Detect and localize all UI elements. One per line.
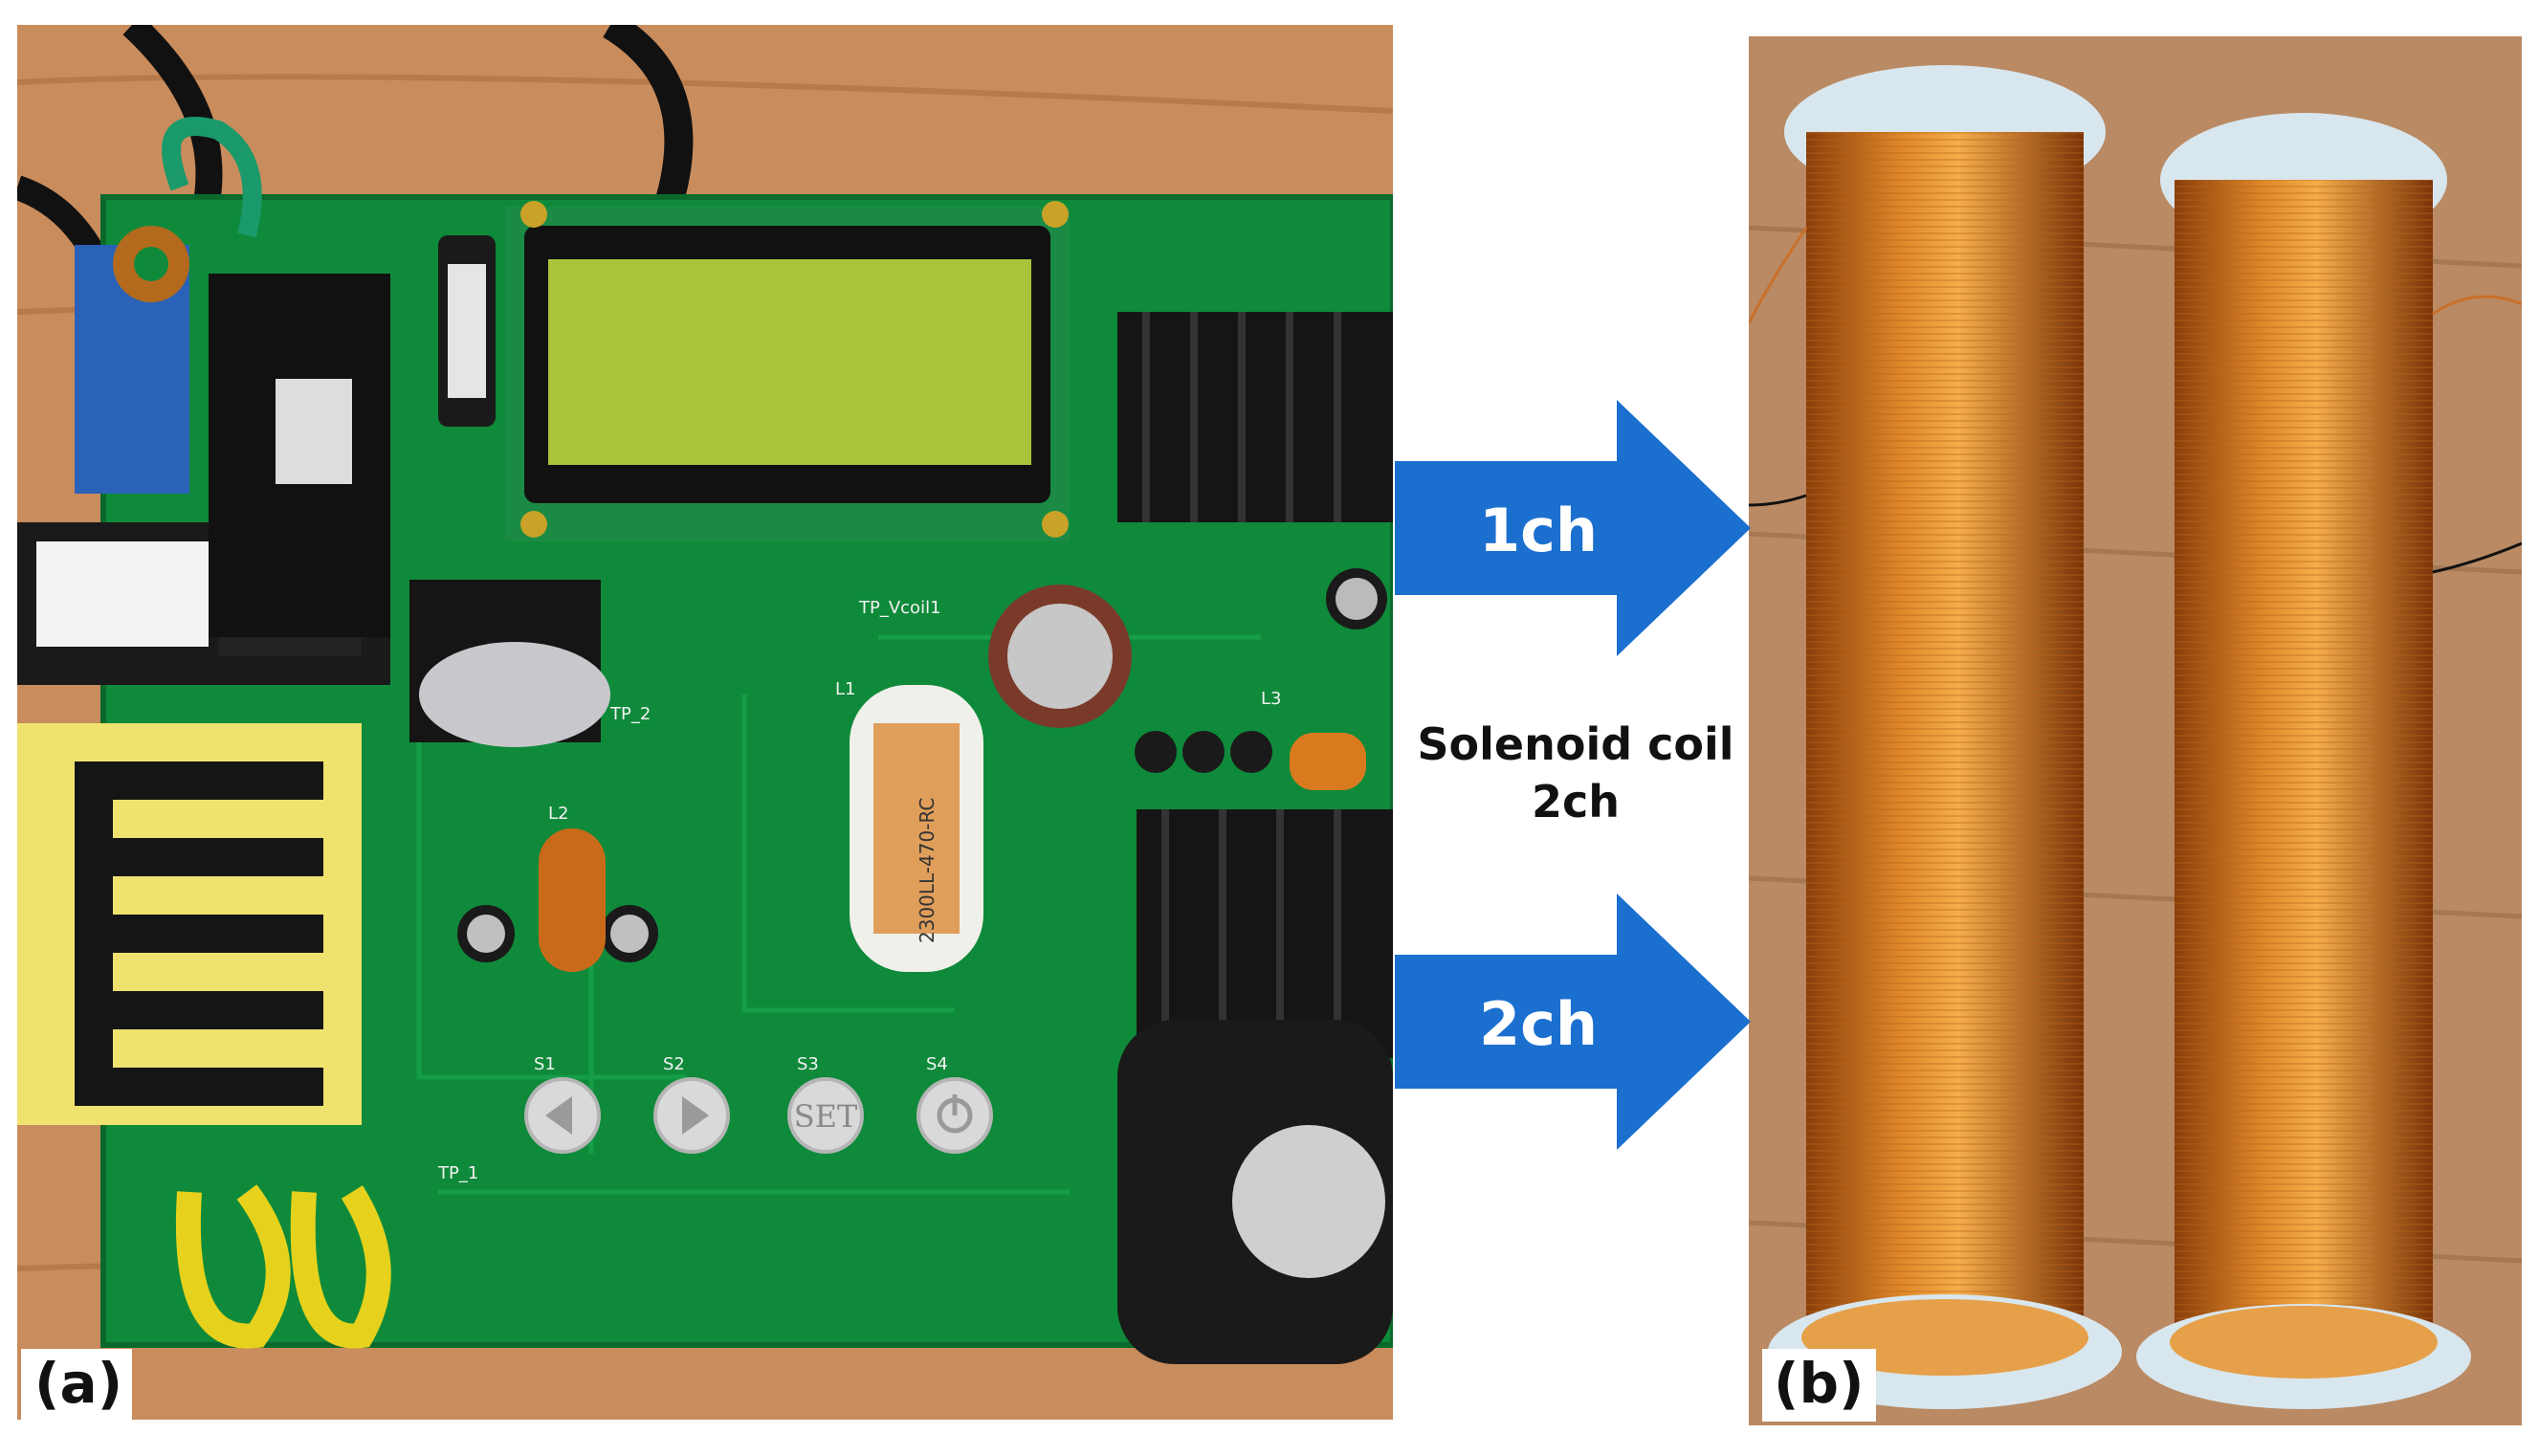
pcb-photo: SET S1 S2 S3 S4 TP_Vcoil1 TP_2 TP_1 L1 L… xyxy=(17,25,1393,1420)
panel-a-label: (a) xyxy=(21,1349,133,1422)
arrow-2-label: 2ch xyxy=(1478,989,1599,1059)
silk-tp1: TP_1 xyxy=(437,1163,478,1183)
inductor-marking: 2300LL-470-RC xyxy=(916,798,938,943)
set-button-text: SET xyxy=(794,1098,858,1135)
caption-line-1: Solenoid coil xyxy=(1417,718,1734,770)
solenoid-coils-photo xyxy=(1749,36,2522,1425)
arrow-1-label: 1ch xyxy=(1478,496,1599,565)
silk-s4: S4 xyxy=(926,1054,948,1074)
caption-line-2: 2ch xyxy=(1531,776,1621,827)
silk-tp-vcoil: TP_Vcoil1 xyxy=(858,598,941,618)
silk-l1: L1 xyxy=(835,679,855,699)
silk-l2: L2 xyxy=(548,804,568,824)
silk-tp2: TP_2 xyxy=(609,704,651,724)
solenoid-caption: Solenoid coil 2ch xyxy=(1399,716,1753,830)
arrow-1 xyxy=(1395,400,1751,656)
panel-b-label: (b) xyxy=(1762,1349,1876,1422)
silk-l3: L3 xyxy=(1261,689,1281,709)
silk-s2: S2 xyxy=(663,1054,685,1074)
silk-s1: S1 xyxy=(534,1054,556,1074)
silk-s3: S3 xyxy=(797,1054,819,1074)
arrow-2 xyxy=(1395,893,1751,1150)
